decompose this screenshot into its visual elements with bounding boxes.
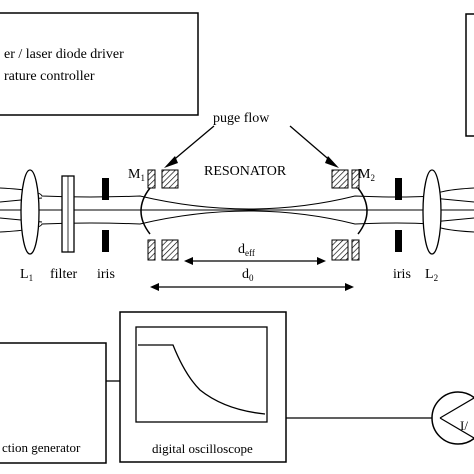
driver-box [0, 12, 199, 116]
purge-block-m1-bottom-b [161, 239, 179, 261]
detector-symbol [439, 397, 474, 439]
driver-label-line1: er / laser diode driver [4, 47, 124, 62]
detector-label: I/ [460, 418, 468, 433]
d0-arrowhead-right [345, 283, 354, 291]
mirror-m2 [357, 187, 368, 235]
purge-arrowhead-right [325, 156, 339, 168]
d-eff-arrowhead-right [317, 257, 326, 265]
oscilloscope-trace [138, 344, 266, 415]
function-generator-box [0, 342, 107, 464]
right-device-box [465, 13, 474, 137]
iris-right-top [395, 178, 402, 200]
lens-l2-label: L2 [425, 267, 438, 283]
filter-label: filter [50, 267, 78, 282]
purge-block-m2-bottom-a [331, 239, 349, 261]
purge-arrow-right [289, 125, 334, 164]
oscilloscope-box [119, 311, 287, 463]
iris-right-bottom [395, 230, 402, 252]
mirror-m1 [140, 187, 151, 235]
iris-left-bottom [102, 230, 109, 252]
d-eff-label: deff [238, 242, 255, 258]
lens-l2 [422, 169, 442, 255]
lens-l1 [20, 169, 40, 255]
oscilloscope-screen [135, 326, 268, 423]
d0-arrowhead-left [150, 283, 159, 291]
purge-arrow-left [169, 125, 215, 164]
mirror-m1-label: M1 [128, 167, 145, 183]
purge-block-m2-top-b [351, 169, 360, 189]
detector-circle [431, 391, 474, 445]
purge-block-m1-top-a [147, 169, 156, 189]
purge-arrowhead-left [164, 156, 178, 168]
purge-flow-label: puge flow [213, 111, 270, 126]
iris-left-top [102, 178, 109, 200]
oscilloscope-label: digital oscilloscope [152, 441, 253, 456]
purge-block-m2-bottom-b [351, 239, 360, 261]
purge-block-m1-top-b [161, 169, 179, 189]
d-eff-arrowhead-left [184, 257, 193, 265]
purge-block-m2-top-a [331, 169, 349, 189]
lens-l1-label: L1 [20, 267, 33, 283]
resonator-label: RESONATOR [204, 164, 287, 179]
mirror-m2-label: M2 [358, 167, 375, 183]
function-generator-label: ction generator [2, 440, 81, 455]
iris-right-label: iris [393, 267, 411, 282]
iris-left-label: iris [97, 267, 115, 282]
purge-block-m1-bottom-a [147, 239, 156, 261]
d0-label: d0 [242, 267, 254, 283]
driver-label-line2: rature controller [4, 69, 95, 84]
